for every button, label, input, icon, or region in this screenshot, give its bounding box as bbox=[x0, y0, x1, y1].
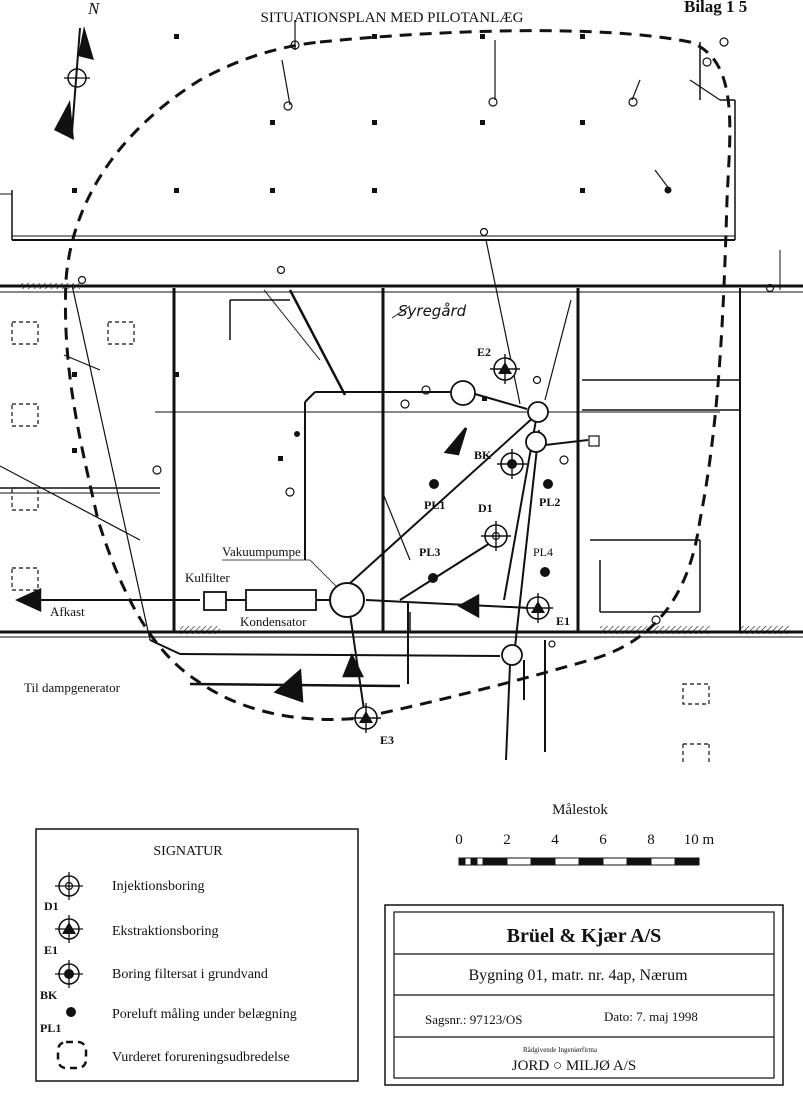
extraction-well-icon bbox=[55, 915, 83, 943]
groundwater-well-icon bbox=[55, 960, 83, 988]
vacuum-pump-label: Vakuumpumpe bbox=[222, 544, 301, 559]
legend-label: Poreluft måling under belægning bbox=[112, 1007, 297, 1022]
structural-lines bbox=[0, 79, 721, 641]
pore-air-point-PL1 bbox=[429, 479, 439, 489]
legend-box bbox=[35, 828, 359, 1082]
north-label: N bbox=[87, 0, 101, 18]
north-arrow-icon bbox=[54, 26, 94, 140]
exhaust-label: Afkast bbox=[50, 604, 85, 619]
dashed-boxes bbox=[11, 321, 710, 764]
label-PL3: PL3 bbox=[419, 545, 440, 559]
carbon-filter-label: Kulfilter bbox=[185, 570, 230, 585]
legend-code: D1 bbox=[44, 899, 59, 913]
column-markers bbox=[72, 34, 585, 461]
pore-air-point-PL4 bbox=[540, 567, 550, 577]
condenser-label: Kondensator bbox=[240, 614, 307, 629]
title-block bbox=[384, 904, 784, 1086]
manifold-icon bbox=[450, 380, 476, 406]
hatched-wall-segments bbox=[20, 283, 790, 634]
label-E1: E1 bbox=[556, 614, 570, 628]
well-E2 bbox=[490, 354, 520, 384]
company-name: Brüel & Kjær A/S bbox=[507, 925, 662, 947]
process-piping bbox=[149, 391, 589, 761]
condenser-icon bbox=[245, 589, 317, 611]
scale-title: Målestok bbox=[552, 802, 608, 818]
manifold-icon bbox=[525, 431, 547, 453]
svg-text:4: 4 bbox=[551, 832, 559, 848]
legend-label: Ekstraktionsboring bbox=[112, 924, 219, 939]
building-address: Bygning 01, matr. nr. 4ap, Nærum bbox=[468, 967, 688, 984]
dashed-boundary-icon bbox=[56, 1040, 88, 1070]
pore-air-point-PL2 bbox=[543, 479, 553, 489]
label-D1: D1 bbox=[478, 501, 493, 515]
manifold-icon bbox=[501, 644, 523, 666]
case-number: Sagsnr.: 97123/OS bbox=[425, 1012, 523, 1027]
label-PL2: PL2 bbox=[539, 495, 560, 509]
legend-label: Injektionsboring bbox=[112, 879, 205, 894]
svg-text:8: 8 bbox=[647, 832, 655, 848]
legend-label: Vurderet forureningsudbredelse bbox=[112, 1050, 290, 1065]
firm-name: JORD ○ MILJØ A/S bbox=[512, 1058, 637, 1074]
pore-air-dot-icon bbox=[66, 1007, 76, 1017]
well-D1 bbox=[481, 521, 511, 551]
contamination-extent-boundary bbox=[63, 29, 732, 721]
scale-tick-labels: 0 2 4 6 8 10 m bbox=[455, 832, 714, 848]
well-E3 bbox=[351, 703, 381, 733]
injection-well-icon bbox=[55, 872, 83, 900]
legend-code: E1 bbox=[44, 943, 58, 957]
label-E2: E2 bbox=[477, 345, 491, 359]
legend-label: Boring filtersat i grundvand bbox=[112, 967, 268, 982]
svg-text:2: 2 bbox=[503, 832, 511, 848]
carbon-filter-icon bbox=[203, 591, 227, 611]
legend-code: BK bbox=[40, 988, 58, 1002]
label-BK: BK bbox=[474, 448, 492, 462]
handwritten-area-label: Syregård bbox=[398, 302, 467, 320]
steam-generator-label: Til dampgenerator bbox=[24, 680, 121, 695]
svg-text:10 m: 10 m bbox=[684, 832, 715, 848]
svg-text:6: 6 bbox=[599, 832, 607, 848]
well-E1 bbox=[523, 593, 553, 623]
building-walls bbox=[0, 42, 803, 638]
label-PL4: PL4 bbox=[533, 545, 553, 559]
flow-arrows bbox=[14, 427, 480, 703]
legend-code: PL1 bbox=[40, 1021, 61, 1035]
scale-bar bbox=[458, 857, 700, 866]
well-BK bbox=[497, 449, 527, 479]
svg-text:0: 0 bbox=[455, 832, 463, 848]
vacuum-pump-icon bbox=[329, 582, 365, 618]
label-E3: E3 bbox=[380, 733, 394, 747]
firm-subtitle: Rådgivende Ingeniørfirma bbox=[523, 1046, 598, 1054]
manifold-icon bbox=[527, 401, 549, 423]
small-dots bbox=[294, 186, 672, 437]
label-PL1: PL1 bbox=[424, 498, 445, 512]
plan-title: SITUATIONSPLAN MED PILOTANLÆG bbox=[261, 10, 524, 26]
appendix-label: Bilag 1 5 bbox=[684, 0, 747, 16]
legend-title: SIGNATUR bbox=[153, 844, 223, 859]
drawing-date: Dato: 7. maj 1998 bbox=[604, 1009, 698, 1024]
pore-air-point-PL3 bbox=[428, 573, 438, 583]
